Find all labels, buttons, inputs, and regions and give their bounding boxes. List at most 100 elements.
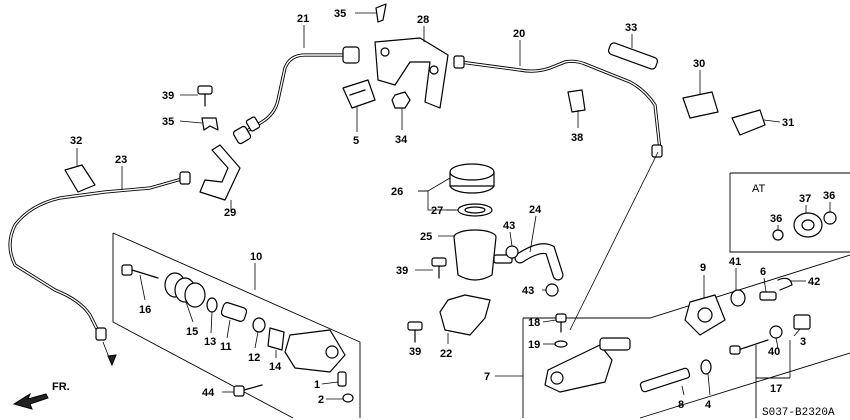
clamp-43-top bbox=[505, 245, 519, 259]
assembly-box-10 bbox=[112, 232, 361, 419]
callout-15: 15 bbox=[186, 326, 198, 338]
spring-14 bbox=[267, 327, 285, 351]
callout-40: 40 bbox=[768, 346, 780, 358]
callout-27: 27 bbox=[431, 205, 443, 217]
clutch-pipe-20 bbox=[453, 55, 663, 158]
callout-32: 32 bbox=[70, 135, 82, 147]
callout-11: 11 bbox=[220, 341, 232, 353]
bolt-39-top bbox=[197, 85, 213, 107]
pushrod-8 bbox=[639, 367, 691, 393]
callout-16: 16 bbox=[139, 304, 151, 316]
clutch-pipe-21 bbox=[232, 46, 360, 145]
assembly-box-at bbox=[729, 172, 850, 253]
pin-33 bbox=[607, 42, 659, 70]
callouts: 21 35 28 20 33 39 5 34 38 30 35 31 32 23… bbox=[70, 8, 835, 411]
callout-3: 3 bbox=[800, 336, 806, 348]
clip-5 bbox=[342, 79, 376, 109]
piston-11 bbox=[220, 302, 248, 322]
clamp-38 bbox=[567, 89, 586, 113]
callout-1: 1 bbox=[314, 379, 320, 391]
master-cylinder-7 bbox=[544, 337, 631, 393]
leaders bbox=[76, 12, 831, 400]
reservoir-25 bbox=[453, 229, 513, 281]
callout-28: 28 bbox=[417, 14, 429, 26]
seal-12 bbox=[252, 317, 266, 333]
callout-38: 38 bbox=[571, 132, 583, 144]
nut-34 bbox=[391, 91, 411, 109]
bushing-36-top bbox=[823, 211, 837, 225]
reservoir-cap-26 bbox=[449, 163, 495, 194]
callout-23: 23 bbox=[115, 154, 127, 166]
boot-15 bbox=[164, 272, 206, 308]
callout-26: 26 bbox=[391, 186, 403, 198]
callout-2: 2 bbox=[318, 394, 324, 406]
bracket-28 bbox=[374, 37, 449, 109]
callout-25: 25 bbox=[420, 231, 432, 243]
callout-35-mid: 35 bbox=[162, 116, 174, 128]
callout-39-mid: 39 bbox=[396, 265, 408, 277]
callout-31: 31 bbox=[782, 117, 794, 129]
callout-39-low: 39 bbox=[409, 346, 421, 358]
slave-cylinder-1 bbox=[284, 329, 346, 373]
pin-6 bbox=[759, 291, 777, 301]
front-arrow-icon bbox=[12, 392, 49, 410]
callout-30: 30 bbox=[693, 58, 705, 70]
callout-7: 7 bbox=[484, 371, 490, 383]
diaphragm-27 bbox=[457, 203, 493, 217]
bolt-16 bbox=[121, 264, 159, 279]
hose-24 bbox=[514, 243, 564, 281]
callout-37: 37 bbox=[799, 193, 811, 205]
bolt-40 bbox=[729, 339, 769, 355]
callout-44: 44 bbox=[202, 387, 215, 399]
bolt-44 bbox=[233, 384, 263, 397]
bushing-37 bbox=[793, 212, 823, 238]
callout-43-mid: 43 bbox=[522, 285, 534, 297]
bolt-39-low bbox=[407, 321, 423, 343]
bushing-36-left bbox=[772, 229, 784, 241]
callout-10: 10 bbox=[250, 251, 262, 263]
diagram-code: S037-B2320A bbox=[762, 407, 835, 419]
callout-36-left: 36 bbox=[770, 213, 782, 225]
callout-21: 21 bbox=[297, 13, 309, 25]
bushing-41 bbox=[730, 289, 746, 307]
clamp-43-mid bbox=[545, 283, 559, 297]
clip-31 bbox=[731, 109, 766, 136]
callout-34: 34 bbox=[395, 134, 408, 146]
callout-24: 24 bbox=[529, 204, 542, 216]
clip-32 bbox=[64, 164, 96, 193]
callout-5: 5 bbox=[353, 135, 359, 147]
ring-4 bbox=[700, 359, 712, 375]
clip-35-top bbox=[375, 3, 387, 23]
callout-4: 4 bbox=[705, 399, 712, 411]
washer-19 bbox=[554, 340, 568, 348]
callout-9: 9 bbox=[700, 262, 706, 274]
pushrod-line-to-box bbox=[569, 151, 659, 331]
callout-33: 33 bbox=[625, 22, 637, 34]
callout-29: 29 bbox=[224, 207, 236, 219]
nut-40 bbox=[769, 325, 783, 339]
gasket-9 bbox=[684, 294, 726, 336]
callout-42: 42 bbox=[808, 276, 820, 288]
bracket-22 bbox=[439, 294, 491, 336]
clip-35-mid bbox=[201, 117, 219, 131]
cap-2 bbox=[342, 393, 354, 403]
ring-13 bbox=[206, 297, 218, 313]
switch-3 bbox=[793, 314, 811, 330]
callout-19: 19 bbox=[528, 339, 540, 351]
callout-20: 20 bbox=[513, 28, 525, 40]
bolt-39-mid bbox=[431, 257, 447, 279]
bolt-18 bbox=[555, 313, 567, 333]
callout-36-top: 36 bbox=[823, 190, 835, 202]
at-label: AT bbox=[752, 183, 766, 195]
front-label: FR. bbox=[52, 381, 70, 393]
callout-14: 14 bbox=[269, 361, 282, 373]
front-arrow: FR. bbox=[12, 381, 70, 410]
callout-17: 17 bbox=[770, 383, 782, 395]
assembly-box-17 bbox=[755, 340, 791, 379]
bleeder-1 bbox=[337, 371, 347, 387]
clutch-pipe-23 bbox=[8, 171, 191, 367]
callout-43-top: 43 bbox=[503, 220, 515, 232]
callout-41: 41 bbox=[729, 256, 741, 268]
bracket-29 bbox=[199, 144, 241, 201]
